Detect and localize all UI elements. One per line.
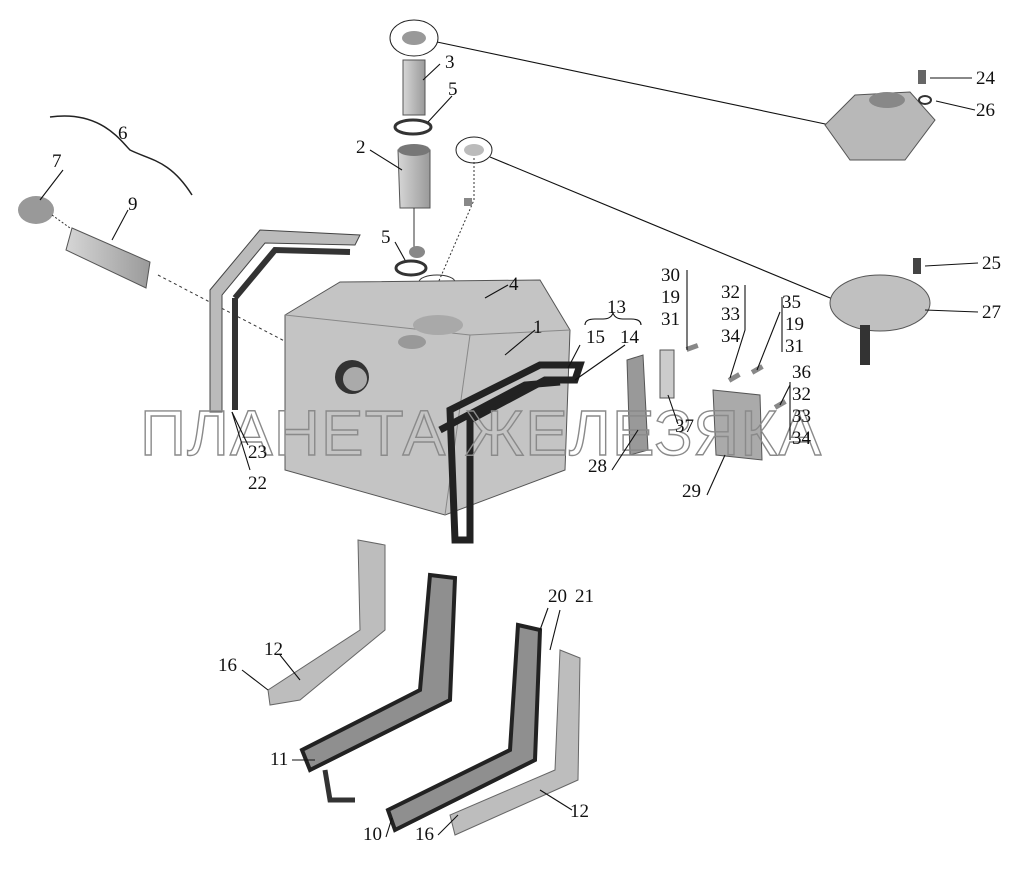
label-32: 32 <box>721 282 740 303</box>
label-33: 33 <box>721 304 740 325</box>
fuel-tank <box>284 279 571 516</box>
filler-cap-callout <box>389 19 831 126</box>
label-21: 21 <box>575 586 594 607</box>
strainer <box>65 227 151 289</box>
label-29: 29 <box>682 481 701 502</box>
label-24: 24 <box>976 68 996 89</box>
sender-flange <box>829 274 931 332</box>
label-12: 12 <box>264 639 283 660</box>
sender-callout <box>455 136 836 301</box>
label-34: 34 <box>721 326 741 347</box>
label-19: 19 <box>785 314 804 335</box>
label-11: 11 <box>270 749 288 770</box>
label-6: 6 <box>118 123 128 144</box>
watermark: ПЛАНЕТА ЖЕЛЕЗЯКА <box>140 397 822 469</box>
bracket-28 <box>626 354 649 456</box>
filler-pipe <box>402 59 426 116</box>
filler-neck <box>397 149 431 209</box>
label-19: 19 <box>661 287 680 308</box>
label-5: 5 <box>448 79 458 100</box>
label-5: 5 <box>381 227 391 248</box>
callout-labels: 3 5 2 5 4 1 13 15 14 6 7 9 23 22 24 26 2… <box>52 52 1001 845</box>
label-26: 26 <box>976 100 995 121</box>
label-2: 2 <box>356 137 366 158</box>
bracket-29 <box>712 389 763 461</box>
label-16: 16 <box>415 824 434 845</box>
label-15: 15 <box>586 327 605 348</box>
strainer-cap <box>18 196 54 224</box>
label-31: 31 <box>661 309 680 330</box>
label-7: 7 <box>52 151 62 172</box>
label-31: 31 <box>785 336 804 357</box>
label-32: 32 <box>792 384 811 405</box>
label-36: 36 <box>792 362 811 383</box>
label-22: 22 <box>248 473 267 494</box>
label-9: 9 <box>128 194 138 215</box>
label-4: 4 <box>509 274 519 295</box>
gasket <box>393 118 433 136</box>
label-10: 10 <box>363 824 382 845</box>
label-20: 20 <box>548 586 567 607</box>
label-34: 34 <box>792 428 812 449</box>
label-13: 13 <box>607 297 626 318</box>
label-28: 28 <box>588 456 607 477</box>
label-33: 33 <box>792 406 811 427</box>
label-3: 3 <box>445 52 455 73</box>
label-37: 37 <box>675 416 694 437</box>
label-1: 1 <box>533 317 543 338</box>
label-12: 12 <box>570 801 589 822</box>
label-23: 23 <box>248 442 267 463</box>
label-25: 25 <box>982 253 1001 274</box>
pump-cover <box>824 91 936 161</box>
label-30: 30 <box>661 265 680 286</box>
label-35: 35 <box>782 292 801 313</box>
label-14: 14 <box>620 327 640 348</box>
label-27: 27 <box>982 302 1001 323</box>
label-16: 16 <box>218 655 237 676</box>
